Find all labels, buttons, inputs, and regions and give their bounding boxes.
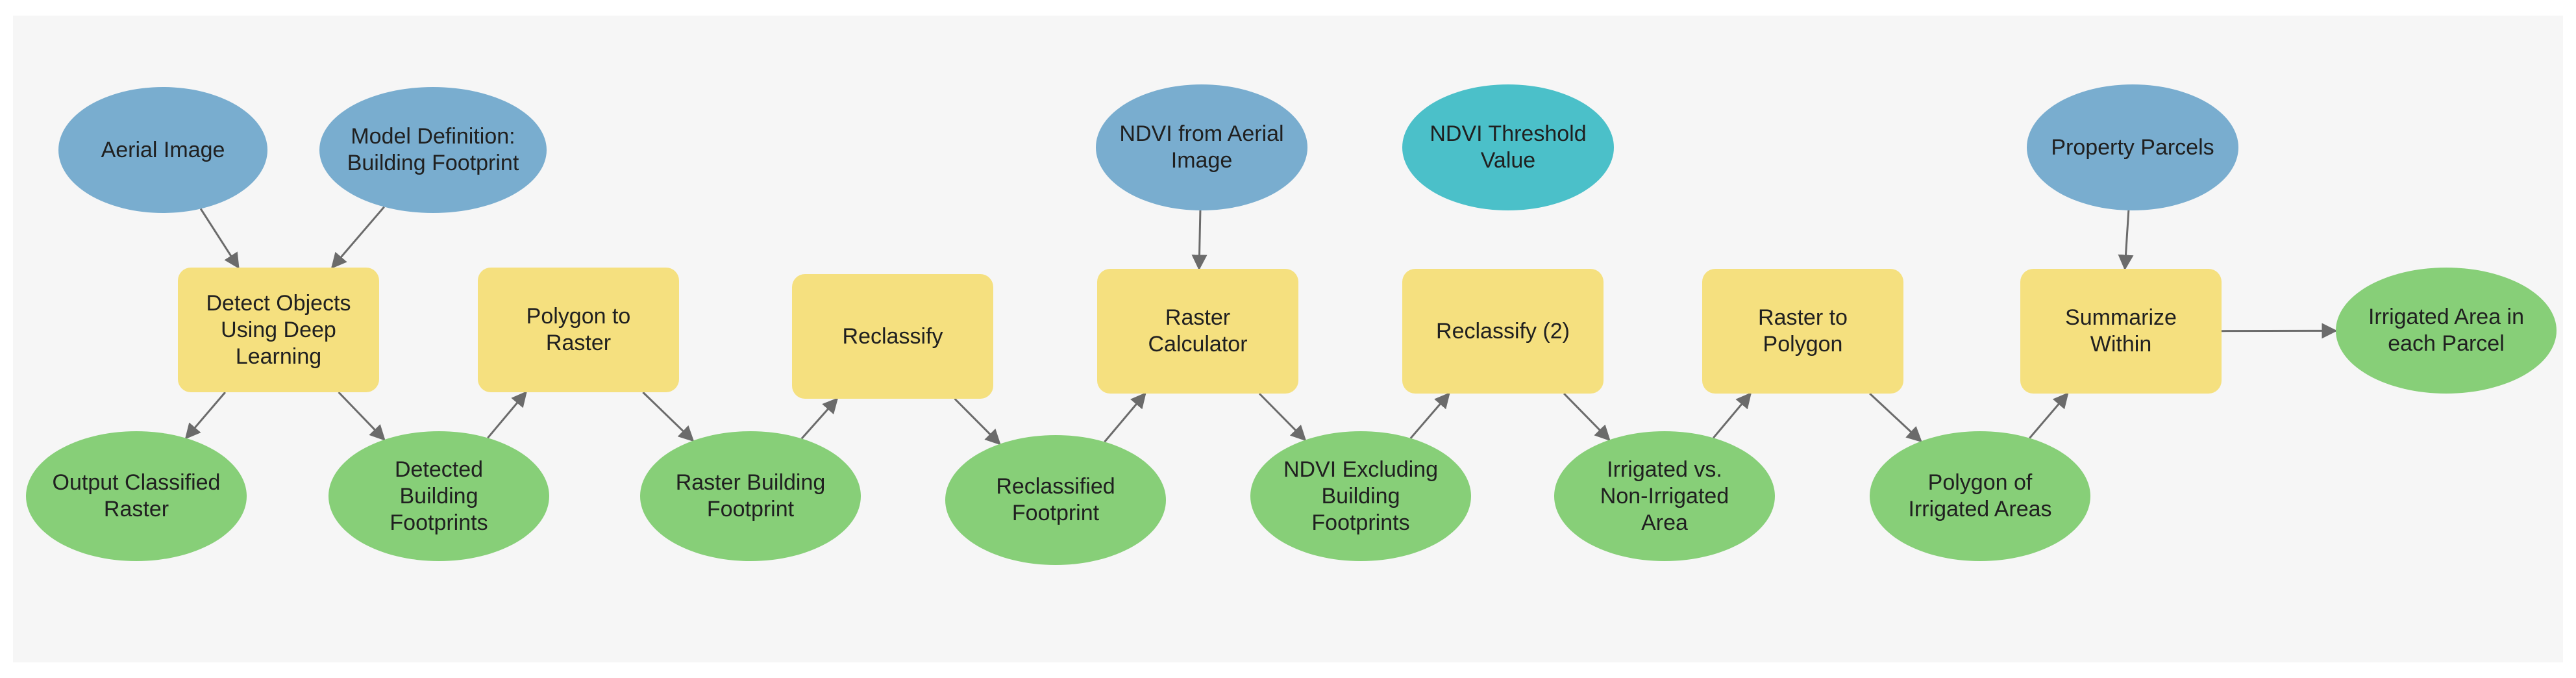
node-label: Summarize Within bbox=[2065, 305, 2177, 357]
node-reclassify-2[interactable]: Reclassify (2) bbox=[1402, 269, 1604, 394]
connector-ndvi-excluding-to-reclassify-2[interactable] bbox=[1409, 392, 1450, 439]
node-label: Detect Objects Using Deep Learning bbox=[206, 290, 351, 369]
connector-reclassified-footprint-to-raster-calculator[interactable] bbox=[1104, 392, 1146, 443]
node-label: NDVI from Aerial Image bbox=[1119, 121, 1284, 173]
node-raster-building-footprint[interactable]: Raster Building Footprint bbox=[640, 431, 861, 561]
node-output-classified-raster[interactable]: Output Classified Raster bbox=[26, 431, 247, 561]
node-label: Polygon of Irrigated Areas bbox=[1908, 470, 2052, 521]
connector-detected-building-footprints-to-polygon-to-raster[interactable] bbox=[487, 391, 527, 439]
node-aerial-image[interactable]: Aerial Image bbox=[58, 87, 267, 213]
connector-raster-to-polygon-to-polygon-irrigated-areas[interactable] bbox=[1869, 392, 1922, 443]
node-label: Reclassify (2) bbox=[1436, 318, 1570, 344]
connector-polygon-to-raster-to-raster-building-footprint[interactable] bbox=[642, 391, 695, 442]
node-label: NDVI Excluding Building Footprints bbox=[1283, 457, 1439, 535]
node-ndvi-excluding-building-footprints[interactable]: NDVI Excluding Building Footprints bbox=[1250, 431, 1471, 561]
node-label: Irrigated vs. Non-Irrigated Area bbox=[1600, 457, 1729, 535]
node-detect-objects-using-deep-learning[interactable]: Detect Objects Using Deep Learning bbox=[178, 268, 379, 392]
connector-detect-objects-to-detected-building-footprints[interactable] bbox=[338, 391, 386, 441]
node-label: Raster Calculator bbox=[1148, 305, 1248, 357]
connector-raster-calculator-to-ndvi-excluding[interactable] bbox=[1258, 392, 1307, 442]
model-builder-canvas: Aerial Image Model Definition: Building … bbox=[13, 16, 2563, 662]
node-summarize-within[interactable]: Summarize Within bbox=[2020, 269, 2222, 394]
node-property-parcels[interactable]: Property Parcels bbox=[2027, 84, 2238, 210]
node-label: Property Parcels bbox=[2051, 134, 2214, 160]
node-reclassified-footprint[interactable]: Reclassified Footprint bbox=[945, 435, 1166, 565]
connector-irrigated-vs-non-to-raster-to-polygon[interactable] bbox=[1713, 392, 1752, 439]
connector-reclassify-2-to-irrigated-vs-non[interactable] bbox=[1563, 392, 1611, 442]
node-label: Detected Building Footprints bbox=[390, 457, 488, 535]
node-polygon-of-irrigated-areas[interactable]: Polygon of Irrigated Areas bbox=[1870, 431, 2090, 561]
node-label: Model Definition: Building Footprint bbox=[347, 124, 519, 175]
connector-detect-objects-to-output-classified-raster[interactable] bbox=[184, 392, 227, 440]
node-ndvi-from-aerial-image[interactable]: NDVI from Aerial Image bbox=[1096, 84, 1307, 210]
node-polygon-to-raster[interactable]: Polygon to Raster bbox=[478, 268, 679, 392]
node-irrigated-vs-non-irrigated-area[interactable]: Irrigated vs. Non-Irrigated Area bbox=[1554, 431, 1775, 561]
node-irrigated-area-in-each-parcel[interactable]: Irrigated Area in each Parcel bbox=[2336, 268, 2557, 394]
node-label: Raster to Polygon bbox=[1758, 305, 1848, 357]
node-model-definition[interactable]: Model Definition: Building Footprint bbox=[319, 87, 547, 213]
node-label: Reclassified Footprint bbox=[996, 474, 1115, 525]
connector-model-definition-to-detect-objects[interactable] bbox=[330, 206, 385, 269]
connector-layer bbox=[184, 206, 2338, 446]
node-label: Irrigated Area in each Parcel bbox=[2368, 305, 2525, 356]
connector-reclassify-to-reclassified-footprint[interactable] bbox=[954, 397, 1001, 446]
node-label: Raster Building Footprint bbox=[675, 470, 826, 521]
node-label: Output Classified Raster bbox=[52, 470, 221, 521]
connector-raster-building-footprint-to-reclassify[interactable] bbox=[800, 397, 839, 440]
node-label: Aerial Image bbox=[101, 137, 225, 162]
connector-property-parcels-to-summarize-within[interactable] bbox=[2118, 210, 2134, 271]
node-ndvi-threshold-value[interactable]: NDVI Threshold Value bbox=[1402, 84, 1614, 210]
node-reclassify[interactable]: Reclassify bbox=[792, 274, 993, 399]
connector-aerial-image-to-detect-objects[interactable] bbox=[199, 208, 240, 270]
node-label: Reclassify bbox=[842, 323, 943, 349]
node-label: NDVI Threshold Value bbox=[1430, 121, 1587, 173]
connector-polygon-irrigated-areas-to-summarize-within[interactable] bbox=[2029, 392, 2069, 439]
node-label: Polygon to Raster bbox=[526, 304, 631, 355]
connector-ndvi-from-aerial-to-raster-calculator[interactable] bbox=[1191, 210, 1208, 271]
node-detected-building-footprints[interactable]: Detected Building Footprints bbox=[328, 431, 549, 561]
node-raster-to-polygon[interactable]: Raster to Polygon bbox=[1702, 269, 1903, 394]
node-raster-calculator[interactable]: Raster Calculator bbox=[1097, 269, 1298, 394]
